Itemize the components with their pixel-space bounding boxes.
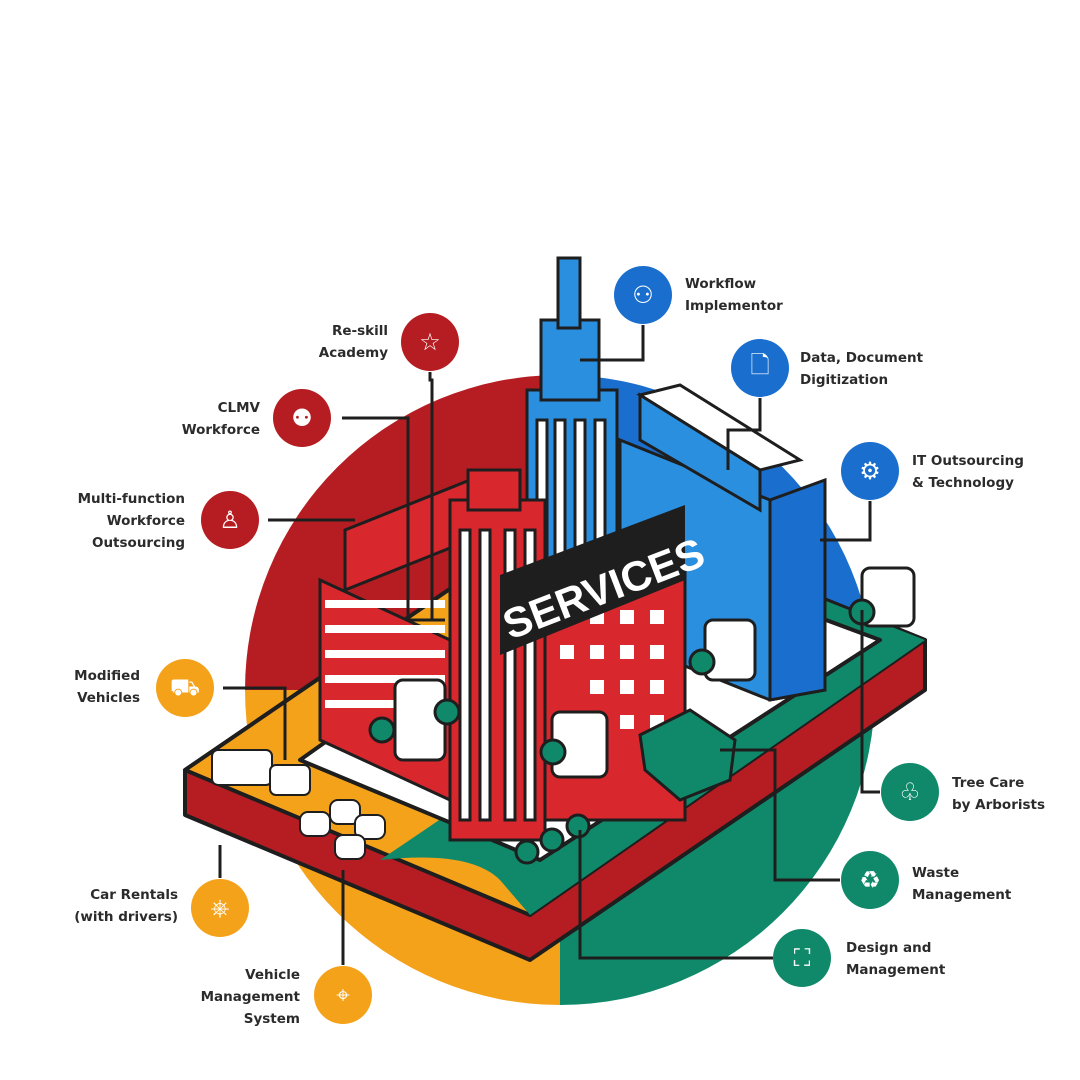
service-label-modified-vehicles: Modified Vehicles [74,668,140,706]
service-label-clmv: CLMV Workforce [181,400,260,438]
person-icon: ♙ [201,491,259,549]
connector-lines [218,325,880,965]
trees [368,566,916,865]
service-label-data-digitization: Data, Document Digitization [800,350,924,388]
star-icon: ☆ [401,313,459,371]
recycle-icon: ♻ [841,851,899,909]
vehicles [211,749,386,860]
service-label-waste: Waste Management [912,865,1012,903]
org-chart-icon: ⚇ [614,266,672,324]
people-group-icon: ⚉ [273,389,331,447]
service-label-workflow: Workflow Implementor [685,276,783,314]
document-icon: 🗋 [731,339,789,397]
face-scan-icon: ⛶ [773,929,831,987]
service-label-car-rentals: Car Rentals (with drivers) [74,887,178,925]
red-tower [448,468,547,842]
computer-gear-icon: ⚙ [841,442,899,500]
service-label-reskill: Re-skill Academy [318,323,388,361]
service-label-design: Design and Management [846,940,946,978]
steering-wheel-icon: ⎈ [191,879,249,937]
truck-icon: ⛟ [156,659,214,717]
service-label-vehicle-management: Vehicle Management System [200,967,300,1027]
location-pin-icon: ⌖ [314,966,372,1024]
service-label-tree-care: Tree Care by Arborists [952,775,1046,813]
tree-icon: ♧ [881,763,939,821]
dumpster [638,708,737,802]
service-label-it-outsourcing: IT Outsourcing & Technology [912,453,1024,491]
service-label-multifunction: Multi-function Workforce Outsourcing [77,491,185,551]
